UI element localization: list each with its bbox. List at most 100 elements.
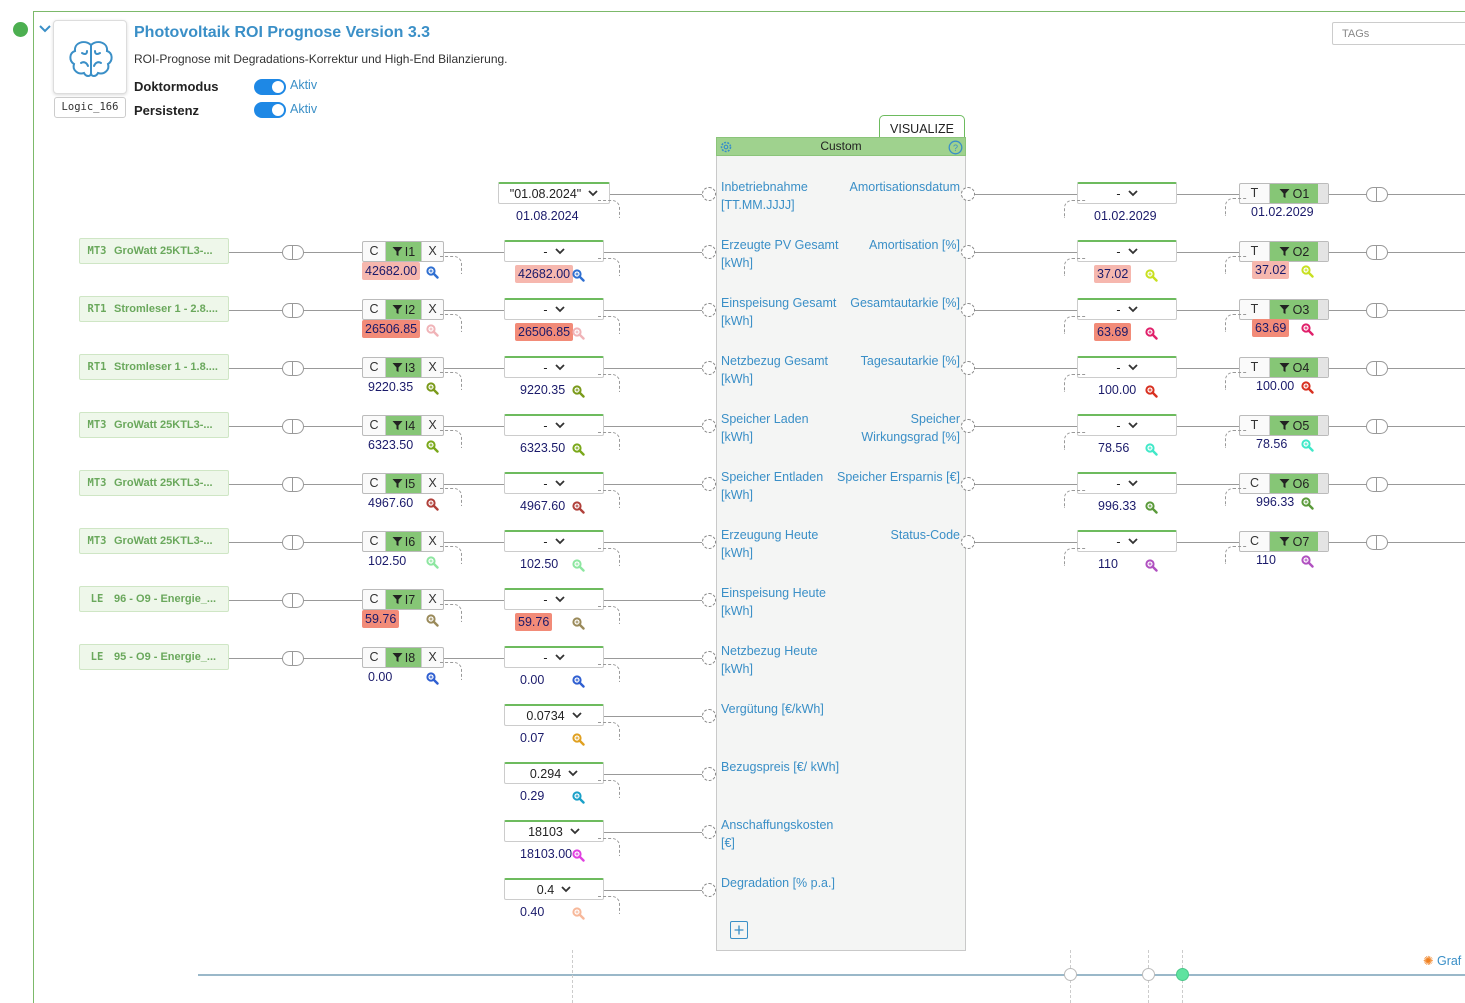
inspect-icon[interactable] bbox=[572, 443, 585, 456]
connector-handle[interactable] bbox=[1318, 242, 1328, 261]
connector-filter[interactable]: O3 bbox=[1270, 300, 1318, 319]
block-output-port[interactable] bbox=[961, 187, 975, 201]
link-connector[interactable] bbox=[1366, 187, 1388, 202]
output-param-select[interactable]: - bbox=[1077, 530, 1177, 552]
connector-handle[interactable] bbox=[1318, 532, 1328, 551]
block-input-port[interactable] bbox=[702, 361, 716, 375]
input-param-select[interactable]: - bbox=[504, 646, 604, 668]
block-output-port[interactable] bbox=[961, 303, 975, 317]
connector-mode[interactable]: C bbox=[363, 532, 386, 551]
inspect-icon[interactable] bbox=[426, 440, 439, 453]
input-param-select[interactable]: 0.294 bbox=[504, 762, 604, 784]
input-param-select[interactable]: - bbox=[504, 356, 604, 378]
block-input-port[interactable] bbox=[702, 883, 716, 897]
link-connector[interactable] bbox=[282, 361, 304, 376]
inspect-icon[interactable] bbox=[572, 733, 585, 746]
connector-remove[interactable]: X bbox=[421, 474, 443, 493]
connector-remove[interactable]: X bbox=[421, 416, 443, 435]
inspect-icon[interactable] bbox=[1301, 381, 1314, 394]
chevron-down-icon[interactable] bbox=[38, 22, 52, 36]
link-connector[interactable] bbox=[1366, 303, 1388, 318]
output-param-select[interactable]: - bbox=[1077, 298, 1177, 320]
grafana-link[interactable]: ✺ Graf bbox=[1423, 953, 1461, 968]
link-connector[interactable] bbox=[282, 303, 304, 318]
inspect-icon[interactable] bbox=[426, 556, 439, 569]
tags-input[interactable]: TAGs bbox=[1332, 22, 1465, 45]
inspect-icon[interactable] bbox=[426, 672, 439, 685]
link-connector[interactable] bbox=[282, 419, 304, 434]
connector-filter[interactable]: I3 bbox=[386, 358, 421, 377]
link-connector[interactable] bbox=[282, 477, 304, 492]
inspect-icon[interactable] bbox=[1301, 265, 1314, 278]
inspect-icon[interactable] bbox=[1145, 443, 1158, 456]
block-input-port[interactable] bbox=[702, 767, 716, 781]
connector-mode[interactable]: C bbox=[363, 648, 386, 667]
inspect-icon[interactable] bbox=[1301, 497, 1314, 510]
inspect-icon[interactable] bbox=[426, 498, 439, 511]
inspect-icon[interactable] bbox=[1145, 269, 1158, 282]
output-param-select[interactable]: - bbox=[1077, 472, 1177, 494]
connector-mode[interactable]: C bbox=[363, 416, 386, 435]
connector-remove[interactable]: X bbox=[421, 242, 443, 261]
link-connector[interactable] bbox=[1366, 477, 1388, 492]
link-connector[interactable] bbox=[1366, 535, 1388, 550]
block-input-port[interactable] bbox=[702, 303, 716, 317]
block-input-port[interactable] bbox=[702, 825, 716, 839]
inspect-icon[interactable] bbox=[572, 559, 585, 572]
connector-mode[interactable]: C bbox=[1240, 532, 1270, 551]
add-input-button[interactable] bbox=[730, 921, 748, 939]
inspect-icon[interactable] bbox=[426, 382, 439, 395]
connector-remove[interactable]: X bbox=[421, 532, 443, 551]
connector-mode[interactable]: C bbox=[363, 474, 386, 493]
link-connector[interactable] bbox=[282, 651, 304, 666]
inspect-icon[interactable] bbox=[572, 327, 585, 340]
inspect-icon[interactable] bbox=[1145, 559, 1158, 572]
inspect-icon[interactable] bbox=[1301, 323, 1314, 336]
timeline-marker[interactable] bbox=[1064, 968, 1077, 981]
block-output-port[interactable] bbox=[961, 245, 975, 259]
inspect-icon[interactable] bbox=[572, 849, 585, 862]
block-input-port[interactable] bbox=[702, 419, 716, 433]
connector-filter[interactable]: I1 bbox=[386, 242, 421, 261]
connector-filter[interactable]: O7 bbox=[1270, 532, 1318, 551]
inspect-icon[interactable] bbox=[572, 385, 585, 398]
connector-filter[interactable]: I6 bbox=[386, 532, 421, 551]
input-param-select[interactable]: - bbox=[504, 472, 604, 494]
timeline-marker[interactable] bbox=[1142, 968, 1155, 981]
block-input-port[interactable] bbox=[702, 535, 716, 549]
connector-mode[interactable]: T bbox=[1240, 358, 1270, 377]
inspect-icon[interactable] bbox=[572, 791, 585, 804]
connector-filter[interactable]: I7 bbox=[386, 590, 421, 609]
input-param-select[interactable]: "01.08.2024" bbox=[498, 182, 610, 204]
toggle-doktormodus[interactable] bbox=[254, 79, 286, 95]
connector-mode[interactable]: C bbox=[363, 242, 386, 261]
inspect-icon[interactable] bbox=[426, 614, 439, 627]
connector-filter[interactable]: I5 bbox=[386, 474, 421, 493]
inspect-icon[interactable] bbox=[1145, 385, 1158, 398]
connector-filter[interactable]: O1 bbox=[1270, 184, 1318, 203]
inspect-icon[interactable] bbox=[426, 324, 439, 337]
connector-mode[interactable]: C bbox=[363, 358, 386, 377]
link-connector[interactable] bbox=[1366, 245, 1388, 260]
connector-mode[interactable]: T bbox=[1240, 300, 1270, 319]
inspect-icon[interactable] bbox=[572, 269, 585, 282]
timeline-marker-active[interactable] bbox=[1176, 968, 1189, 981]
inspect-icon[interactable] bbox=[572, 617, 585, 630]
connector-handle[interactable] bbox=[1318, 300, 1328, 319]
inspect-icon[interactable] bbox=[1145, 501, 1158, 514]
connector-handle[interactable] bbox=[1318, 358, 1328, 377]
connector-mode[interactable]: C bbox=[363, 300, 386, 319]
connector-filter[interactable]: O2 bbox=[1270, 242, 1318, 261]
